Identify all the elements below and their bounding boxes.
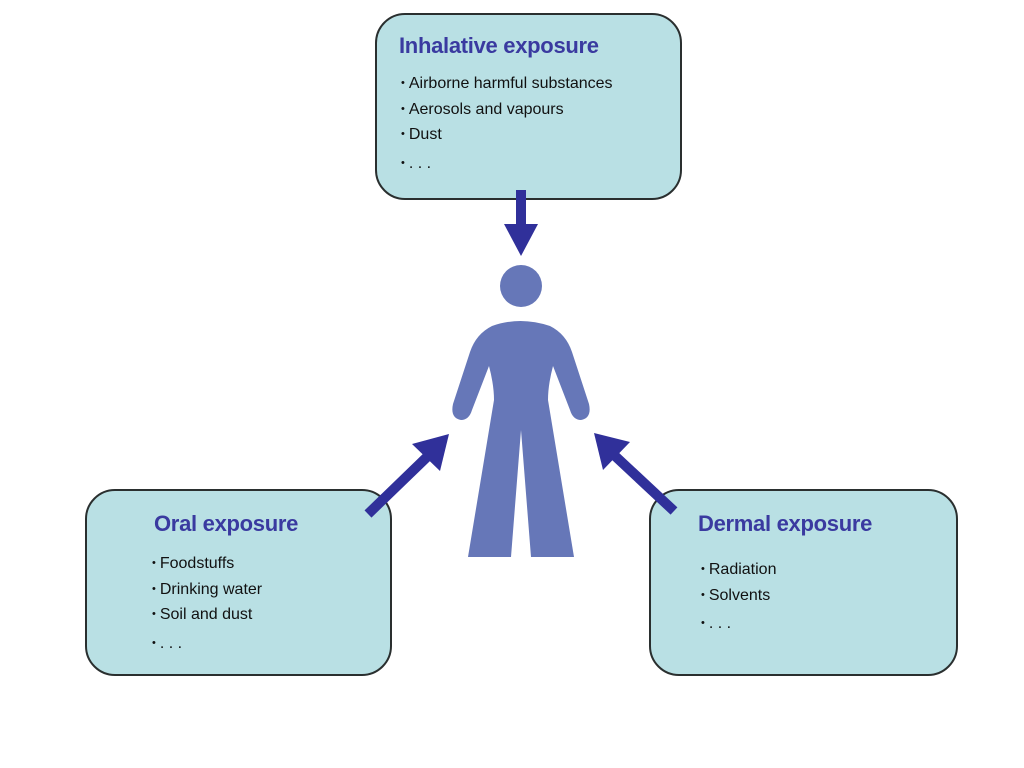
inhalative-exposure-list: Airborne harmful substances Aerosols and…: [401, 72, 613, 177]
dermal-exposure-title: Dermal exposure: [698, 511, 873, 536]
oral-exposure-list: Foodstuffs Drinking water Soil and dust …: [152, 552, 262, 657]
person-icon: [452, 265, 590, 557]
list-item: . . .: [152, 632, 262, 658]
oral-arrow-icon: [364, 434, 449, 518]
inhalative-exposure-box: Inhalative exposure Airborne harmful sub…: [375, 13, 682, 200]
inhalative-exposure-title: Inhalative exposure: [399, 33, 599, 58]
dermal-exposure-list: Radiation Solvents . . .: [701, 558, 777, 638]
dermal-arrow-icon: [594, 433, 678, 515]
person-body: [452, 321, 590, 557]
inhalative-arrow-icon: [504, 190, 538, 256]
list-item: Foodstuffs: [152, 552, 262, 578]
list-item: . . .: [401, 152, 613, 178]
list-item: Solvents: [701, 584, 776, 610]
list-item: Dust: [401, 123, 613, 149]
oral-exposure-box: Oral exposure Foodstuffs Drinking water …: [85, 489, 392, 676]
list-item: Radiation: [701, 558, 777, 584]
oral-exposure-title: Oral exposure: [154, 511, 299, 536]
list-item: Drinking water: [152, 578, 262, 604]
person-head: [500, 265, 542, 307]
dermal-exposure-box: Dermal exposure Radiation Solvents . . .: [649, 489, 958, 676]
list-item: Airborne harmful substances: [401, 72, 613, 98]
list-item: . . .: [701, 612, 776, 638]
list-item: Aerosols and vapours: [401, 98, 613, 124]
list-item: Soil and dust: [152, 603, 262, 629]
